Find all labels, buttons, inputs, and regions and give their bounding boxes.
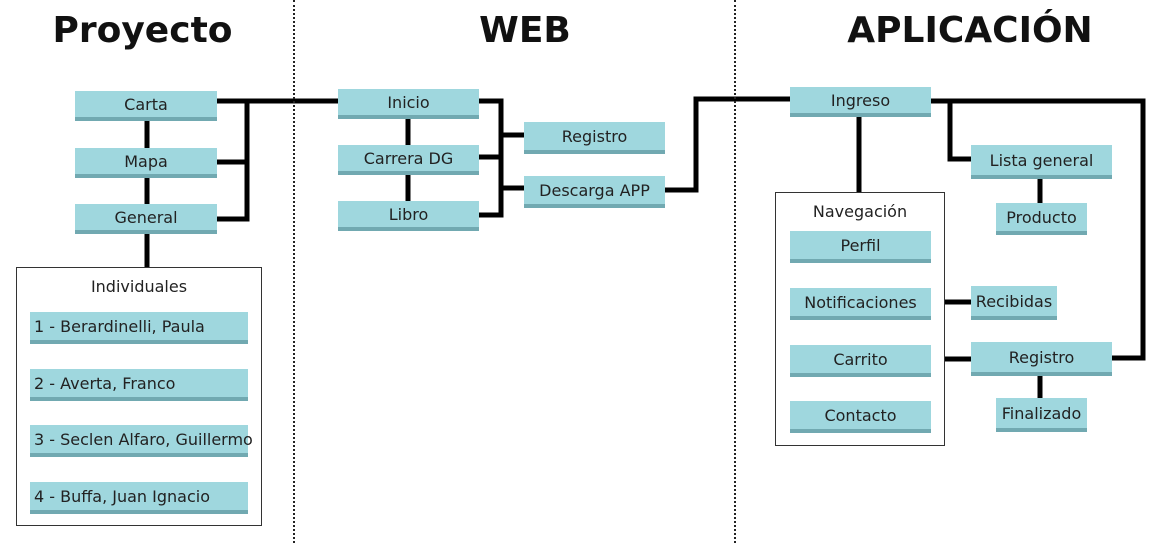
node-descarga-app[interactable]: Descarga APP bbox=[524, 176, 665, 208]
node-libro[interactable]: Libro bbox=[338, 201, 479, 231]
node-perfil[interactable]: Perfil bbox=[790, 231, 931, 263]
node-finalizado[interactable]: Finalizado bbox=[996, 398, 1087, 432]
node-mapa[interactable]: Mapa bbox=[75, 148, 217, 178]
node-registro-app[interactable]: Registro bbox=[971, 342, 1112, 376]
section-title-proyecto: Proyecto bbox=[52, 10, 233, 51]
node-carta[interactable]: Carta bbox=[75, 91, 217, 121]
node-recibidas[interactable]: Recibidas bbox=[971, 286, 1057, 320]
node-registro-web[interactable]: Registro bbox=[524, 122, 665, 154]
node-contacto[interactable]: Contacto bbox=[790, 401, 931, 433]
node-inicio[interactable]: Inicio bbox=[338, 89, 479, 119]
section-title-web: WEB bbox=[479, 10, 571, 51]
group-title-navegacion: Navegación bbox=[812, 202, 908, 221]
section-divider-right bbox=[734, 0, 736, 543]
group-title-individuales: Individuales bbox=[90, 277, 188, 296]
node-lista-general[interactable]: Lista general bbox=[971, 145, 1112, 179]
node-carrera-dg[interactable]: Carrera DG bbox=[338, 145, 479, 175]
node-individual-1[interactable]: 1 - Berardinelli, Paula bbox=[30, 312, 248, 344]
section-title-aplicacion: APLICACIÓN bbox=[847, 10, 1093, 51]
node-individual-2[interactable]: 2 - Averta, Franco bbox=[30, 369, 248, 401]
node-carrito[interactable]: Carrito bbox=[790, 345, 931, 377]
section-divider-left bbox=[293, 0, 295, 543]
node-ingreso[interactable]: Ingreso bbox=[790, 87, 931, 117]
node-individual-4[interactable]: 4 - Buffa, Juan Ignacio bbox=[30, 482, 248, 514]
node-general[interactable]: General bbox=[75, 204, 217, 234]
node-individual-3[interactable]: 3 - Seclen Alfaro, Guillermo bbox=[30, 425, 253, 457]
node-notificaciones[interactable]: Notificaciones bbox=[790, 288, 931, 320]
node-producto[interactable]: Producto bbox=[996, 203, 1087, 235]
